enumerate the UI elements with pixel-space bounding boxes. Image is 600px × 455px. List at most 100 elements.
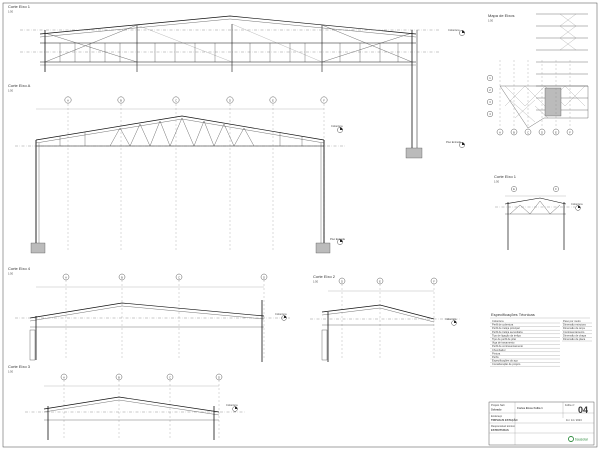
spec-row-right: Dimensão de terça xyxy=(563,326,585,330)
view-title-corte-eixo-f: Corte Eixo 1 xyxy=(494,174,517,179)
svg-text:D: D xyxy=(341,279,343,283)
spec-row-left: Tipo de perfil de pilar xyxy=(492,337,516,341)
spec-row-right: Contraventamento xyxy=(563,330,585,334)
logo-icon xyxy=(568,436,574,442)
view-mapa-de-eixos: Mapa de Eixos 1:50 xyxy=(487,13,589,136)
sheet-border xyxy=(2,2,598,448)
tb-project-label: Projeto Salt xyxy=(491,403,505,407)
view-title-corte-eixo-3: Corte Eixo 3 xyxy=(8,364,31,369)
grid-balloons-eixo-a: A B C D E F xyxy=(64,96,328,104)
mapa-axis-numbers: 1 2 3 4 xyxy=(487,74,494,117)
view-corte-eixo-3: Corte Eixo 3 1:50 A B C D Cobertura xyxy=(8,364,245,440)
level-label-cobertura-2: Cobertura xyxy=(445,317,457,321)
spec-row-right: Dimensão estrutura xyxy=(563,323,586,327)
view-corte-eixo-a: Corte Eixo A 1:50 A B C D E F xyxy=(8,83,345,254)
svg-text:A: A xyxy=(67,98,69,102)
tb-sheet-title: Cortes Eixos Folha 1 xyxy=(517,406,543,410)
view-corte-eixo-2: Corte Eixo 2 1:50 D E F Cobertura xyxy=(310,274,460,362)
view-title-corte-eixo-1: Corte Eixo 1 xyxy=(8,4,31,9)
spec-row-left: Pintura xyxy=(492,351,501,355)
level-label-piso-1: Piso Entrada xyxy=(446,140,461,144)
svg-text:F: F xyxy=(433,279,435,283)
level-label-cobertura-f: Cobertura xyxy=(571,202,583,206)
specs-table: Especificações Técnicas CoberturaPerfil … xyxy=(490,312,592,367)
svg-text:E: E xyxy=(513,187,515,191)
tb-designer-name: ESTRUTURAS xyxy=(491,428,509,432)
svg-text:F: F xyxy=(569,130,571,134)
spec-row-left: Perfil de cobertura xyxy=(492,323,514,327)
spec-row-left: Cobertura xyxy=(492,319,504,323)
svg-text:B: B xyxy=(118,375,120,379)
view-title-corte-eixo-4: Corte Eixo 4 xyxy=(8,266,31,271)
svg-text:A: A xyxy=(499,130,501,134)
tb-sheet-label: Folha nº xyxy=(565,403,575,407)
view-scale-corte-eixo-1: 1:50 xyxy=(8,10,14,14)
svg-text:C: C xyxy=(175,98,177,102)
spec-row-right: Dimensão de chapa xyxy=(563,333,587,337)
svg-text:C: C xyxy=(527,130,529,134)
spec-row-left: Perfil de contraventamento xyxy=(492,344,524,348)
view-corte-eixo-f: Corte Eixo 1 1:50 E F Cobertura xyxy=(494,174,583,250)
svg-text:1: 1 xyxy=(489,76,491,80)
tb-logo-text: bausolar xyxy=(575,438,589,442)
level-label-cobertura-3: Cobertura xyxy=(226,403,238,407)
svg-text:C: C xyxy=(169,375,171,379)
level-label-cobertura-a: Cobertura xyxy=(331,124,343,128)
view-corte-eixo-1: Corte Eixo 1 1:50 xyxy=(8,4,465,159)
spec-row-left: Perfis xyxy=(492,355,499,359)
tb-client-name: TRIPHAUS ESTAÇÃO xyxy=(491,417,517,422)
view-scale-mapa-eixos: 1:50 xyxy=(488,19,494,23)
svg-text:D: D xyxy=(263,275,265,279)
view-corte-eixo-4: Corte Eixo 4 1:50 A B C D Cobertura xyxy=(8,266,290,362)
svg-text:B: B xyxy=(121,275,123,279)
spec-row-left: Chumbador xyxy=(492,348,506,352)
view-title-mapa-eixos: Mapa de Eixos xyxy=(488,13,514,18)
view-title-corte-eixo-2: Corte Eixo 2 xyxy=(313,274,336,279)
level-label-cobertura-1: Cobertura xyxy=(448,28,460,32)
mapa-axis-letters: A B C D E F xyxy=(496,128,574,136)
svg-text:F: F xyxy=(555,187,557,191)
spec-row-left: Perfil de treliça principal xyxy=(492,326,520,330)
tb-date: 11 / 14 / 2023 xyxy=(566,418,582,422)
view-scale-corte-eixo-3: 1:50 xyxy=(8,370,14,374)
title-block: Projeto Salt Sobrado Endereço TRIPHAUS E… xyxy=(488,401,595,446)
spec-row-right: Dimensão de placa xyxy=(563,337,586,341)
svg-text:D: D xyxy=(229,98,231,102)
spec-row-right: Peso por metro xyxy=(563,319,581,323)
svg-text:E: E xyxy=(555,130,557,134)
tb-client-label: Endereço xyxy=(491,414,503,418)
view-scale-corte-eixo-2: 1:50 xyxy=(313,280,319,284)
svg-text:3: 3 xyxy=(489,100,491,104)
spec-row-left: Consideração de projeto xyxy=(492,362,521,366)
view-scale-corte-eixo-f: 1:50 xyxy=(494,180,500,184)
svg-text:2: 2 xyxy=(489,88,491,92)
spec-row-left: Especificações do aço xyxy=(492,359,518,363)
spec-row-left: Perfil de treliça secundária xyxy=(492,330,523,334)
svg-text:B: B xyxy=(513,130,515,134)
svg-text:4: 4 xyxy=(489,112,491,116)
svg-text:A: A xyxy=(63,375,65,379)
specs-title: Especificações Técnicas xyxy=(491,312,535,317)
level-label-piso-a: Piso Entrada xyxy=(330,237,345,241)
tb-project-name: Sobrado xyxy=(491,408,502,412)
svg-text:D: D xyxy=(541,130,543,134)
tb-designer-label: Responsável técnico xyxy=(491,424,515,428)
svg-text:C: C xyxy=(178,275,180,279)
view-title-corte-eixo-a: Corte Eixo A xyxy=(8,83,31,88)
view-scale-corte-eixo-a: 1:50 xyxy=(8,89,14,93)
view-scale-corte-eixo-4: 1:50 xyxy=(8,272,14,276)
level-label-cobertura-4: Cobertura xyxy=(275,312,287,316)
spec-row-left: Tipo de ligação da treliça xyxy=(492,333,521,337)
svg-text:B: B xyxy=(120,98,122,102)
svg-text:E: E xyxy=(379,279,381,283)
svg-text:E: E xyxy=(272,98,274,102)
svg-text:D: D xyxy=(218,375,220,379)
svg-text:A: A xyxy=(65,275,67,279)
svg-text:F: F xyxy=(323,98,325,102)
tb-sheet-number: 04 xyxy=(578,405,588,415)
spec-row-left: Viga de travamento xyxy=(492,341,515,345)
